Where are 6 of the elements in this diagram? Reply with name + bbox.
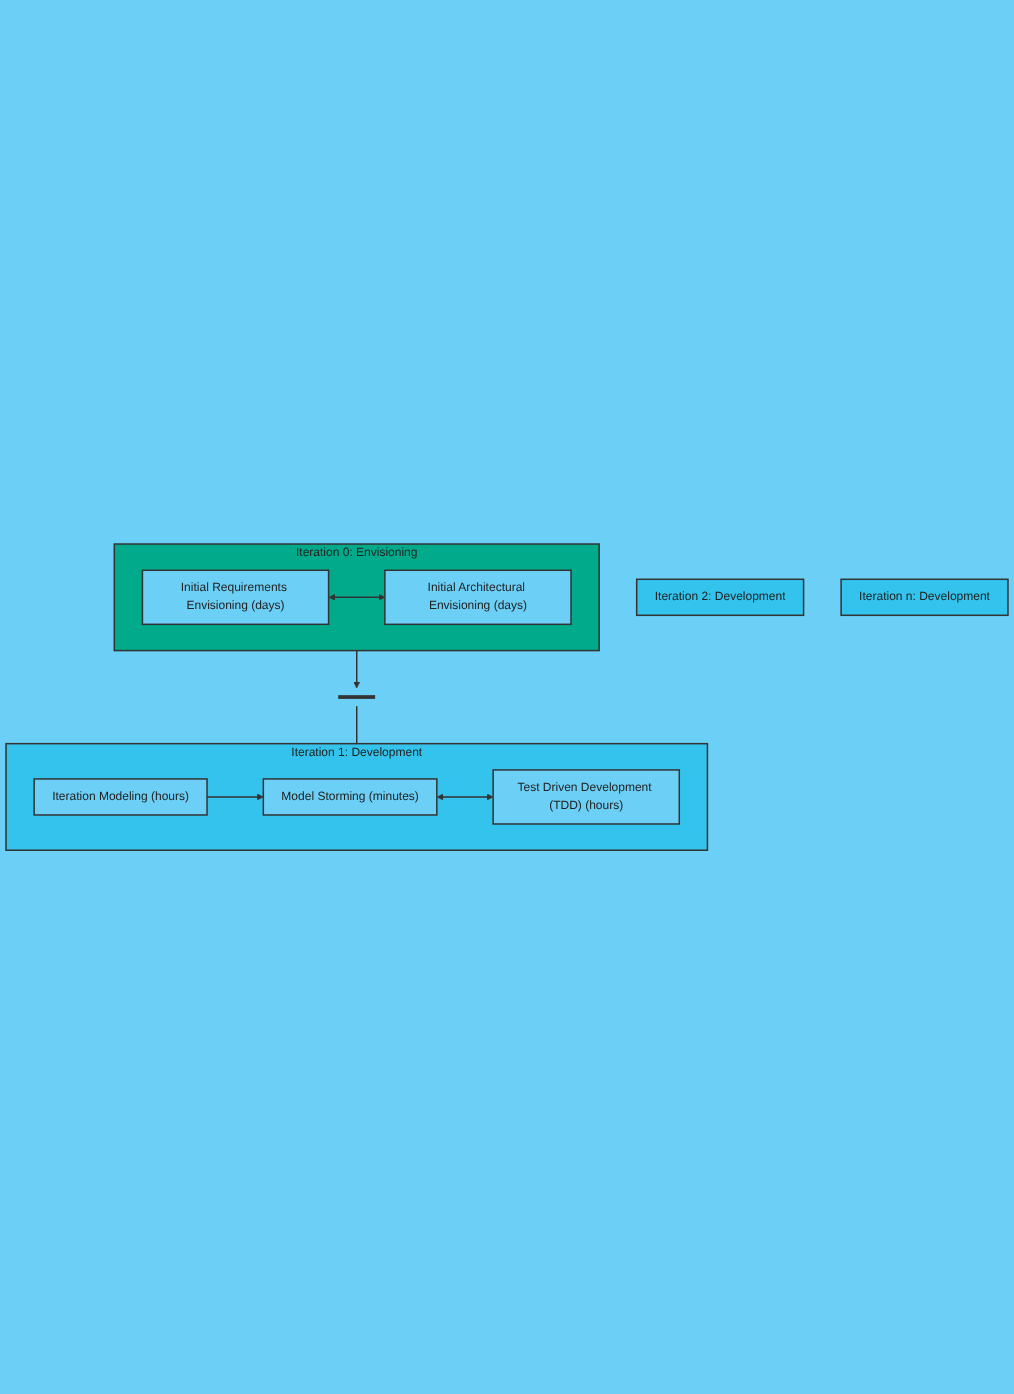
connector [356, 705, 358, 745]
arrow [206, 793, 264, 801]
node-bar [338, 695, 376, 699]
arrow [353, 649, 361, 689]
arrow [436, 793, 494, 801]
arrow [328, 593, 386, 601]
